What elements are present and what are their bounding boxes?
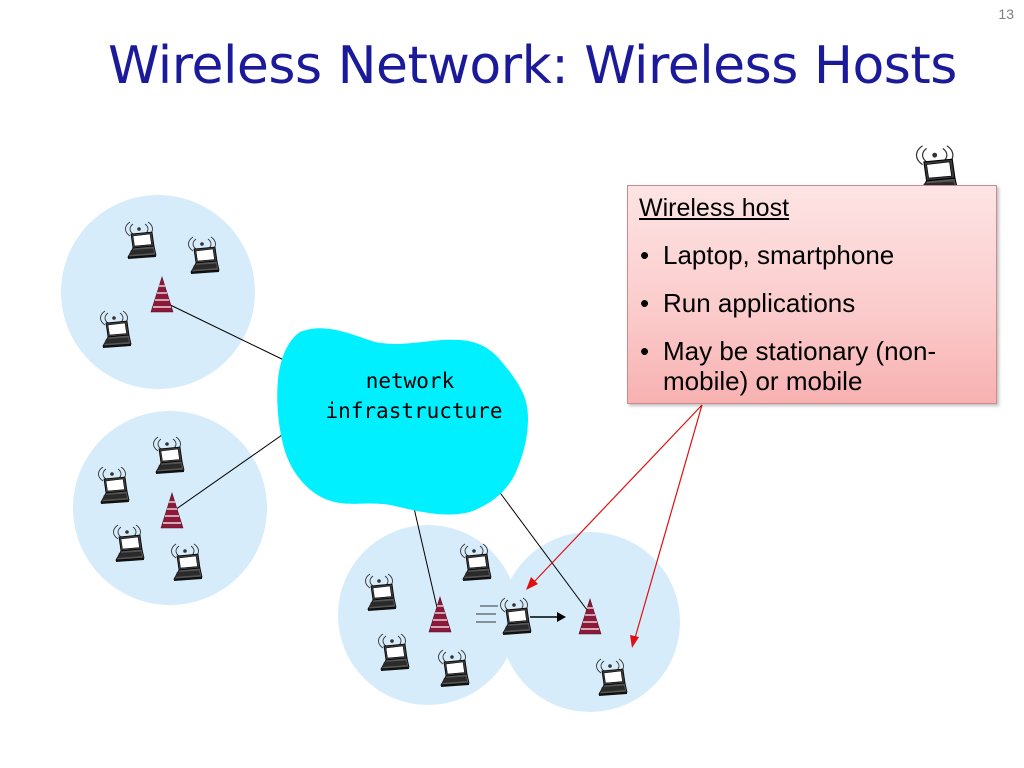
- callout-bullet: May be stationary (non-mobile) or mobile: [638, 336, 990, 396]
- network-infrastructure-cloud: [277, 328, 528, 515]
- slide-number: 13: [998, 6, 1014, 22]
- wired-link-top-left: [159, 299, 289, 363]
- wireless-host-callout: Wireless host Laptop, smartphone Run app…: [627, 185, 997, 404]
- callout-arrow-icon: [526, 404, 703, 590]
- wired-link-middle-left: [171, 427, 293, 513]
- cloud-label-line1: network: [366, 369, 455, 393]
- callout-bullet-list: Laptop, smartphone Run applications May …: [638, 240, 990, 414]
- callout-arrow-icon: [630, 404, 703, 648]
- callout-bullet: Laptop, smartphone: [638, 240, 990, 270]
- callout-heading: Wireless host: [639, 194, 790, 222]
- wired-link-bottom-right: [497, 489, 591, 615]
- callout-bullet: Run applications: [638, 288, 990, 318]
- coverage-cell-bottom-center: [338, 525, 518, 705]
- wired-link-bottom-center: [413, 507, 439, 613]
- slide-title: Wireless Network: Wireless Hosts: [108, 36, 957, 96]
- movement-arrow-icon: [530, 612, 566, 622]
- motion-lines-icon: [476, 605, 498, 623]
- cloud-label-line2: infrastructure: [325, 399, 502, 423]
